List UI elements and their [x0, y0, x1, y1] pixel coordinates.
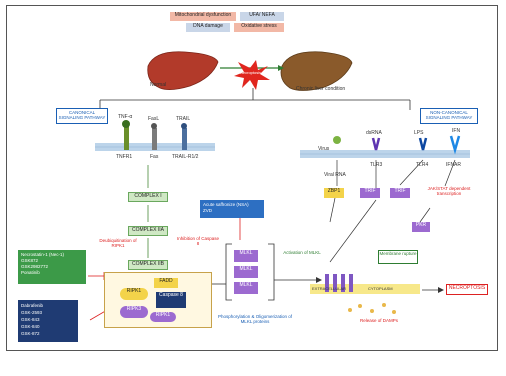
- ripk3-node: RIPK3: [120, 306, 148, 318]
- cause-dna: DNA damage: [186, 23, 230, 32]
- dsrna-label: dsRNA: [366, 130, 382, 136]
- pore-membrane: [310, 284, 420, 294]
- mlkl-node-2: MLKL: [234, 282, 258, 294]
- inhibitor-box-navy: Dabrafenib GSK-2593 GSK-843 GSK-840 GSK-…: [18, 300, 78, 342]
- caspase8-node: Caspase 8: [156, 292, 186, 308]
- fasl-label: FasL: [148, 116, 160, 122]
- tnf-label: TNF-α: [118, 114, 133, 120]
- normal-liver-shape: [147, 51, 219, 90]
- pkr-box: PKR: [412, 222, 430, 232]
- inhibition-label: Inhibition of Caspase 8: [176, 236, 220, 246]
- tlr3-label: TLR3: [370, 162, 383, 168]
- ifn-label: IFN: [452, 128, 461, 134]
- ripk1-node: RIPK1: [120, 288, 148, 300]
- inhibitor-blue-0: Acute saffronize (NSA): [203, 202, 249, 207]
- fas-label: Fas: [150, 154, 159, 160]
- virus-label: Virus: [318, 146, 330, 152]
- inhibitor-navy-3: GSK-840: [21, 324, 40, 329]
- inhibitor-green-2: GSK2982772: [21, 264, 49, 269]
- release-damps-label: Release of DAMPs: [359, 318, 398, 323]
- chronic-liver-label: Chronic liver condition: [296, 86, 346, 92]
- membrane-text-right: CYTOPLASM: [368, 286, 393, 291]
- trailr-label: TRAIL-R1/2: [172, 154, 199, 160]
- normal-liver-label: Normal: [150, 82, 167, 88]
- trail-label: TRAIL: [176, 116, 191, 122]
- tnfr1-label: TNFR1: [116, 154, 133, 160]
- cause-ox: Oxidative stress: [234, 23, 284, 32]
- fadd-node: FADD: [154, 278, 178, 288]
- inhibitor-box-blue: Acute saffronize (NSA) ZVD: [200, 200, 264, 218]
- inhibitor-navy-1: GSK-2593: [21, 310, 43, 315]
- inhibitor-box-green: Necrostatin-1 (Nec-1) GSK872 GSK2982772 …: [18, 250, 86, 284]
- trif-box-1: TRIF: [360, 188, 380, 198]
- necroptosis-burst-shape: [234, 60, 270, 90]
- necroptosis-label: NECROPTOSIS: [446, 284, 488, 295]
- cause-mito: Mitochondrial dysfunction: [170, 12, 236, 21]
- phosphorylation-label: Phosphorylation & Oligomerization of MLK…: [217, 314, 293, 324]
- lps-label: LPS: [414, 130, 424, 136]
- membrane-text-left: EXTRACELLULAR: [312, 286, 347, 291]
- noncanonical-pathway-label: NON-CANONICAL SIGNALING PATHWAY: [420, 108, 478, 124]
- activation-label: Activation of MLKL: [283, 250, 321, 255]
- complex-iib: COMPLEX IIB: [128, 260, 168, 270]
- inhibitor-navy-4: GSK-872: [21, 331, 40, 336]
- inhibitor-green-1: GSK872: [21, 258, 39, 263]
- membrane-rupture-label: Membrane rupture: [378, 250, 418, 264]
- jak-stat-label: JAK/STAT dependent transcription: [427, 186, 471, 196]
- inhibitor-green-3: Ponatinib: [21, 270, 40, 275]
- inhibitor-navy-0: Dabrafenib: [21, 303, 44, 308]
- deubiquitination-label: Deubiquitination of RIPK1: [99, 238, 137, 248]
- mlkl-node-1: MLKL: [234, 266, 258, 278]
- complex-i: COMPLEX I: [128, 192, 168, 202]
- burst-label: Necroptosis: [240, 70, 262, 75]
- mlkl-node-0: MLKL: [234, 250, 258, 262]
- trif-box-2: TRIF: [390, 188, 410, 198]
- ifnar-label: IFNAR: [446, 162, 461, 168]
- figure-border: [6, 5, 498, 351]
- inhibitor-blue-1: ZVD: [203, 208, 212, 213]
- tlr4-label: TLR4: [416, 162, 429, 168]
- canonical-pathway-label: CANONICAL SIGNALING PATHWAY: [56, 108, 108, 124]
- viral-rna-label: Viral RNA: [324, 172, 346, 178]
- inhibitor-green-0: Necrostatin-1 (Nec-1): [21, 252, 65, 257]
- cause-ufa: UFA/ NEFA: [240, 12, 284, 21]
- chronic-liver-shape: [280, 51, 353, 91]
- ripk1b-node: RIPK1: [150, 312, 176, 322]
- zbp1-box: ZBP1: [324, 188, 344, 198]
- complex-iia: COMPLEX IIA: [128, 226, 168, 236]
- inhibitor-navy-2: GSK-843: [21, 317, 40, 322]
